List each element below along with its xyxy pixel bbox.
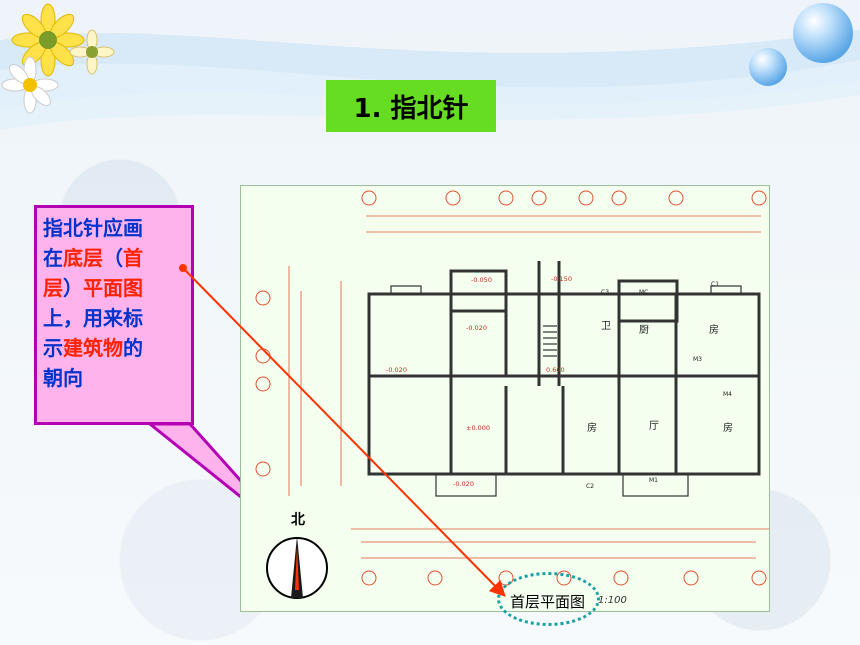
callout-line: 朝向 <box>43 366 83 390</box>
bubble-decoration-icon <box>749 3 853 86</box>
svg-text:-0.150: -0.150 <box>551 275 572 283</box>
north-arrow-icon <box>266 536 328 599</box>
explanation-callout: 指北针应画 在底层（首 层）平面图 上，用来标 示建筑物的 朝向 <box>34 205 194 425</box>
svg-text:M1: M1 <box>649 477 658 484</box>
svg-text:C2: C2 <box>586 483 594 490</box>
svg-text:M4: M4 <box>723 391 732 398</box>
svg-text:MC: MC <box>639 289 648 296</box>
room-label: 房 <box>587 421 597 434</box>
callout-line: 层）平面图 <box>43 276 143 300</box>
svg-text:-0.020: -0.020 <box>386 366 407 374</box>
plan-caption: 首层平面图 <box>510 593 586 611</box>
room-label: 厨 <box>639 324 649 336</box>
svg-text:0.600: 0.600 <box>546 366 565 374</box>
caption-highlight-oval <box>497 572 600 626</box>
svg-text:-0.020: -0.020 <box>466 324 487 332</box>
svg-text:±0.000: ±0.000 <box>466 424 490 432</box>
svg-text:C3: C3 <box>601 289 609 296</box>
room-label: 卫 <box>601 321 611 332</box>
flower-decoration-icon <box>1 3 115 114</box>
svg-text:-0.020: -0.020 <box>453 480 474 488</box>
callout-line: 示建筑物的 <box>43 336 143 360</box>
plan-scale: 1:100 <box>598 595 627 606</box>
north-label: 北 <box>291 512 305 528</box>
callout-line: 上，用来标 <box>43 306 143 330</box>
svg-text:M3: M3 <box>693 356 702 363</box>
slide-title: 1. 指北针 <box>326 80 496 132</box>
callout-line: 指北针应画 <box>43 216 143 240</box>
room-label: 房 <box>723 421 733 434</box>
svg-text:C1: C1 <box>711 281 719 288</box>
room-label: 厅 <box>649 421 659 432</box>
room-label: 房 <box>709 323 719 336</box>
callout-line: 在底层（首 <box>43 246 143 270</box>
svg-text:-0.050: -0.050 <box>471 276 492 284</box>
